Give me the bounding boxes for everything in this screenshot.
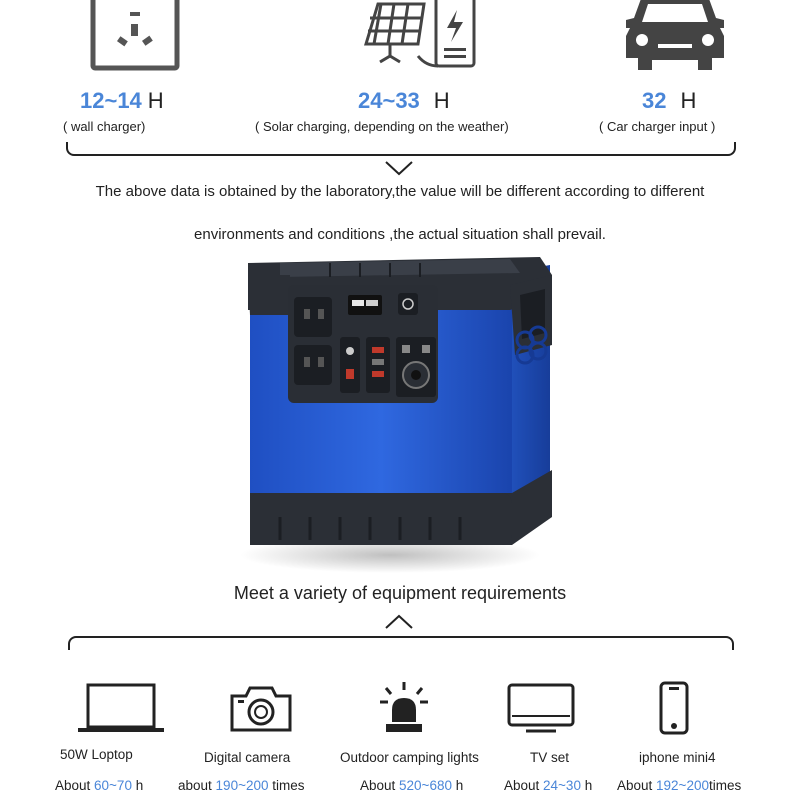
- usage-value: 24~30: [543, 778, 581, 793]
- camping-light-icon: [378, 680, 430, 741]
- disclaimer-line-1: The above data is obtained by the labora…: [95, 183, 705, 200]
- usage-prefix: About: [55, 778, 95, 793]
- usage-suffix: h: [451, 778, 464, 793]
- hours-unit: H: [680, 88, 697, 113]
- usage-value: 520~680: [399, 778, 452, 793]
- bottom-bracket: [68, 636, 734, 650]
- laptop-icon: [76, 682, 166, 739]
- equipment-name-laptop: 50W Loptop: [60, 747, 133, 762]
- usage-prefix: about: [178, 778, 216, 793]
- camera-icon: [228, 682, 294, 739]
- solar-charge-hours: 24~33 H: [358, 88, 450, 114]
- car-charger-note: ( Car charger input ): [599, 119, 716, 134]
- hours-unit: H: [147, 88, 164, 113]
- hours-unit: H: [433, 88, 450, 113]
- equipment-name-phone: iphone mini4: [639, 750, 716, 765]
- chevron-up-icon: [384, 614, 414, 635]
- phone-icon: [658, 680, 690, 741]
- hours-value: 32: [642, 88, 667, 113]
- usage-suffix: h: [580, 778, 593, 793]
- equipment-name-tv: TV set: [530, 750, 570, 765]
- car-icon: [620, 0, 730, 77]
- wall-charger-note: ( wall charger): [63, 119, 146, 134]
- top-bracket: [66, 142, 736, 156]
- solar-panel-icon: [360, 0, 482, 77]
- equipment-name-lights: Outdoor camping lights: [340, 750, 479, 765]
- equipment-name-camera: Digital camera: [204, 750, 291, 765]
- usage-prefix: About: [360, 778, 400, 793]
- usage-prefix: About: [504, 778, 544, 793]
- portable-power-station: [240, 255, 560, 585]
- usage-value: 60~70: [94, 778, 132, 793]
- chevron-down-icon: [384, 160, 414, 181]
- car-charge-hours: 32 H: [642, 88, 696, 114]
- equipment-usage-laptop: About 60~70 h: [55, 778, 143, 793]
- wall-socket-icon: [90, 0, 180, 77]
- tv-icon: [506, 682, 576, 739]
- usage-suffix: times: [268, 778, 305, 793]
- equipment-usage-phone: About 192~200times: [617, 778, 741, 793]
- usage-value: 190~200: [215, 778, 269, 793]
- hours-value: 12~14: [80, 88, 142, 113]
- usage-suffix: h: [131, 778, 144, 793]
- equipment-usage-tv: About 24~30 h: [504, 778, 592, 793]
- usage-prefix: About: [617, 778, 657, 793]
- equipment-usage-camera: about 190~200 times: [178, 778, 305, 793]
- hours-value: 24~33: [358, 88, 420, 113]
- usage-suffix: times: [708, 778, 742, 793]
- equipment-usage-lights: About 520~680 h: [360, 778, 463, 793]
- usage-value: 192~200: [656, 778, 709, 793]
- solar-charging-note: ( Solar charging, depending on the weath…: [255, 119, 509, 134]
- equipment-title: Meet a variety of equipment requirements: [233, 583, 567, 603]
- disclaimer-line-2: environments and conditions ,the actual …: [194, 226, 606, 243]
